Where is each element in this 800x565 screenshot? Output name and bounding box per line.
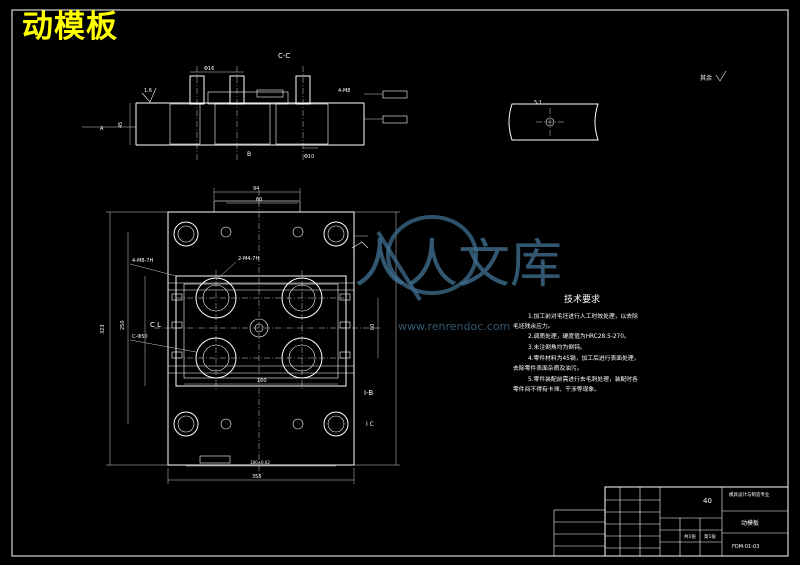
- note-bore-left: C-Φ50: [132, 334, 148, 340]
- watermark-text-cn: 人人文库: [354, 235, 562, 295]
- tb-number: FDM-01-03: [732, 544, 759, 550]
- svg-text:1.6: 1.6: [144, 88, 152, 94]
- svg-text:A: A: [100, 126, 104, 132]
- section-label: C-C: [278, 52, 290, 60]
- roughness-note: 其余: [700, 74, 712, 82]
- title-block: 40 模具设计与制造专业 动模板 FDM-01-03 共1张 第1张: [553, 486, 789, 557]
- detail-view: 5:1 其余: [508, 70, 727, 141]
- section-bottom-label: B: [247, 151, 251, 158]
- detail-label: 5:1: [534, 100, 542, 106]
- tech-line-6: 去除零件表面杂质及油污。: [513, 364, 583, 372]
- tech-line-5: 4.零件材料为45钢，加工后进行表面处理，: [528, 354, 639, 362]
- watermark-text-en: www.renrendoc.com: [398, 320, 510, 333]
- svg-text:45: 45: [118, 122, 124, 128]
- dim-total-width: 355: [252, 474, 262, 480]
- tech-heading: 技术要求: [564, 293, 600, 305]
- section-view: C-C Φ16 45 4-M8 1.6 A B Φ10: [82, 52, 408, 160]
- svg-text:I-B: I-B: [364, 389, 373, 397]
- side-label-right: I C: [366, 421, 374, 428]
- svg-text:180±0.02: 180±0.02: [250, 460, 270, 465]
- dim-center: 160: [257, 378, 267, 384]
- tb-company: 模具设计与制造专业: [729, 491, 770, 498]
- svg-text:60: 60: [370, 324, 376, 330]
- tech-line-4: 3.未注倒角均为倒钝。: [528, 343, 586, 351]
- tb-name: 动模板: [741, 519, 759, 527]
- svg-text:250: 250: [120, 320, 126, 330]
- dim-total-height: 323: [100, 324, 106, 334]
- tb-sheet: 共1张: [684, 533, 696, 540]
- tech-line-3: 2.调质处理，硬度值为HRC28.5-270。: [528, 332, 630, 340]
- plan-view: 94 60 323 250 C L 4-M8-7H C-Φ50 60 I-B I…: [100, 186, 400, 484]
- tb-page: 第1张: [704, 533, 716, 540]
- svg-text:Φ16: Φ16: [204, 66, 214, 72]
- tech-line-8: 零件间不得有卡滞、干涉等现象。: [513, 385, 600, 393]
- note-holes-left: 4-M8-7H: [132, 258, 153, 264]
- tech-requirements: 技术要求 1.加工前对毛坯进行人工时效处理，以去除 毛坯残余应力。 2.调质处理…: [513, 293, 639, 393]
- tb-scale: 40: [703, 497, 712, 505]
- watermark-logo: 人人文库 www.renrendoc.com: [354, 215, 562, 333]
- sheet-border: [11, 9, 789, 557]
- tech-line-1: 1.加工前对毛坯进行人工时效处理，以去除: [528, 312, 638, 320]
- svg-text:Φ10: Φ10: [304, 154, 314, 160]
- dim-top-inner: 60: [256, 197, 262, 203]
- page-title: 动模板: [22, 9, 118, 45]
- svg-text:4-M8: 4-M8: [338, 88, 350, 94]
- note-holes-top: 2-M4-7H: [238, 256, 259, 262]
- tech-line-7: 5.零件装配前需进行去毛刺处理，装配时各: [528, 375, 638, 383]
- dim-top-width: 94: [253, 186, 259, 192]
- tech-line-2: 毛坯残余应力。: [513, 322, 554, 330]
- side-label-left: C L: [150, 321, 161, 329]
